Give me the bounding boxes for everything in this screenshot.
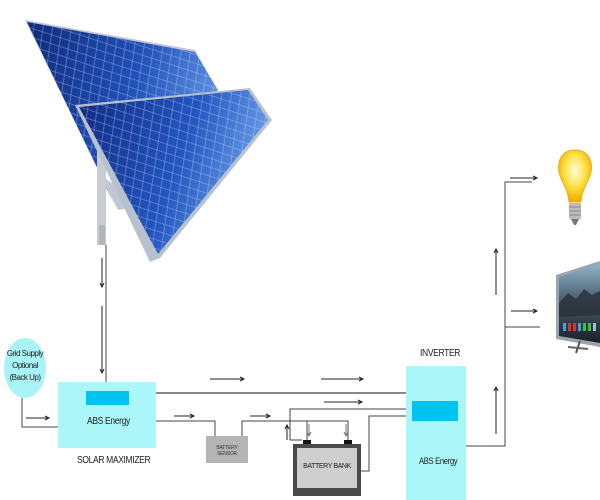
battery-terminal-positive xyxy=(344,440,352,445)
maximizer-brand: ABS Energy xyxy=(87,416,130,427)
maximizer-display xyxy=(86,391,129,405)
wire-grid-to-maximizer xyxy=(21,398,58,428)
battery-terminal-negative xyxy=(303,440,311,445)
inverter-display xyxy=(412,401,458,421)
inverter-caption: INVERTER xyxy=(420,348,461,359)
grid-supply-node: Grid Supply Optional (Back Up) xyxy=(4,338,46,398)
inverter-box: ABS Energy xyxy=(406,366,466,500)
solar-maximizer-box: ABS Energy xyxy=(58,382,156,448)
wire-sensor-to-battery xyxy=(241,420,349,440)
battery-bank: BATTERY BANK xyxy=(293,444,361,496)
light-bulb-icon xyxy=(558,149,592,225)
wire-maximizer-to-sensor xyxy=(156,420,216,436)
television-icon xyxy=(556,261,600,354)
wire-battery-side xyxy=(361,415,406,472)
inverter-brand: ABS Energy xyxy=(419,456,458,466)
battery-sensor-label: BATTERY SENSOR xyxy=(216,445,238,457)
solar-panel-front xyxy=(75,88,272,262)
flow-arrows xyxy=(26,175,539,440)
wire-inverter-to-loads xyxy=(466,181,532,447)
battery-bank-label: BATTERY BANK xyxy=(303,463,351,470)
grid-supply-line2: Optional xyxy=(12,361,38,370)
wire-battery-to-inverter xyxy=(289,408,406,440)
panel-pole xyxy=(97,135,106,245)
grid-supply-line3: (Back Up) xyxy=(9,373,41,382)
battery-sensor-box: BATTERY SENSOR xyxy=(206,436,248,463)
grid-supply-line1: Grid Supply xyxy=(6,349,44,358)
solar-maximizer-caption: SOLAR MAXIMIZER xyxy=(77,455,151,466)
